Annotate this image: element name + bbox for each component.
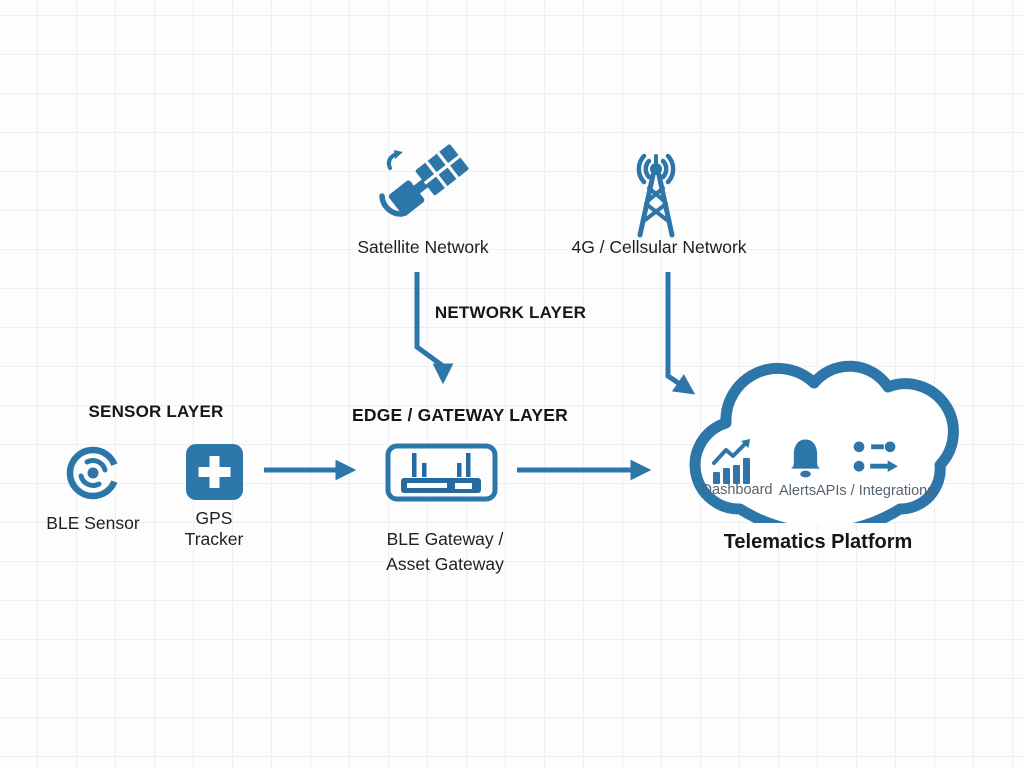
sensor-layer-heading: SENSOR LAYER [88, 402, 224, 421]
integrations-icon [853, 441, 898, 473]
gps-tracker-label: GPS Tracker [159, 508, 269, 550]
cloud-feature-label-alerts: Alerts [779, 483, 817, 499]
gps-tracker-label-line1: GPS [195, 508, 233, 528]
dashboard-chart-icon [712, 439, 750, 484]
gps-tracker-label-line2: Tracker [184, 529, 244, 549]
edge-layer-heading: EDGE / GATEWAY LAYER [352, 405, 568, 425]
cloud-icon [689, 360, 959, 523]
cloud-feature-label-dashboard: Dashboard [701, 482, 773, 498]
cellular-label: 4G / Cellsular Network [571, 237, 747, 257]
network-layer-heading: NETWORK LAYER [434, 303, 587, 322]
cloud-feature-label-apis: APIs / Integrations [816, 483, 935, 499]
gateway-label-line1: BLE Gateway / [386, 529, 504, 549]
gateway-label-line2: Asset Gateway [386, 554, 504, 574]
cell-tower-icon [636, 153, 676, 238]
arrow-cellular-to-cloud [665, 272, 696, 395]
ble-sensor-label: BLE Sensor [46, 513, 140, 533]
platform-label: Telematics Platform [723, 531, 913, 553]
router-icon [385, 443, 498, 502]
alert-bell-icon [790, 439, 821, 478]
satellite-icon [379, 144, 469, 217]
gps-tracker-icon [186, 444, 243, 500]
arrow-satellite-to-gateway [414, 272, 454, 385]
satellite-label: Satellite Network [357, 237, 489, 257]
gateway-label: BLE Gateway / Asset Gateway [345, 527, 545, 577]
ble-beacon-icon [66, 446, 120, 500]
